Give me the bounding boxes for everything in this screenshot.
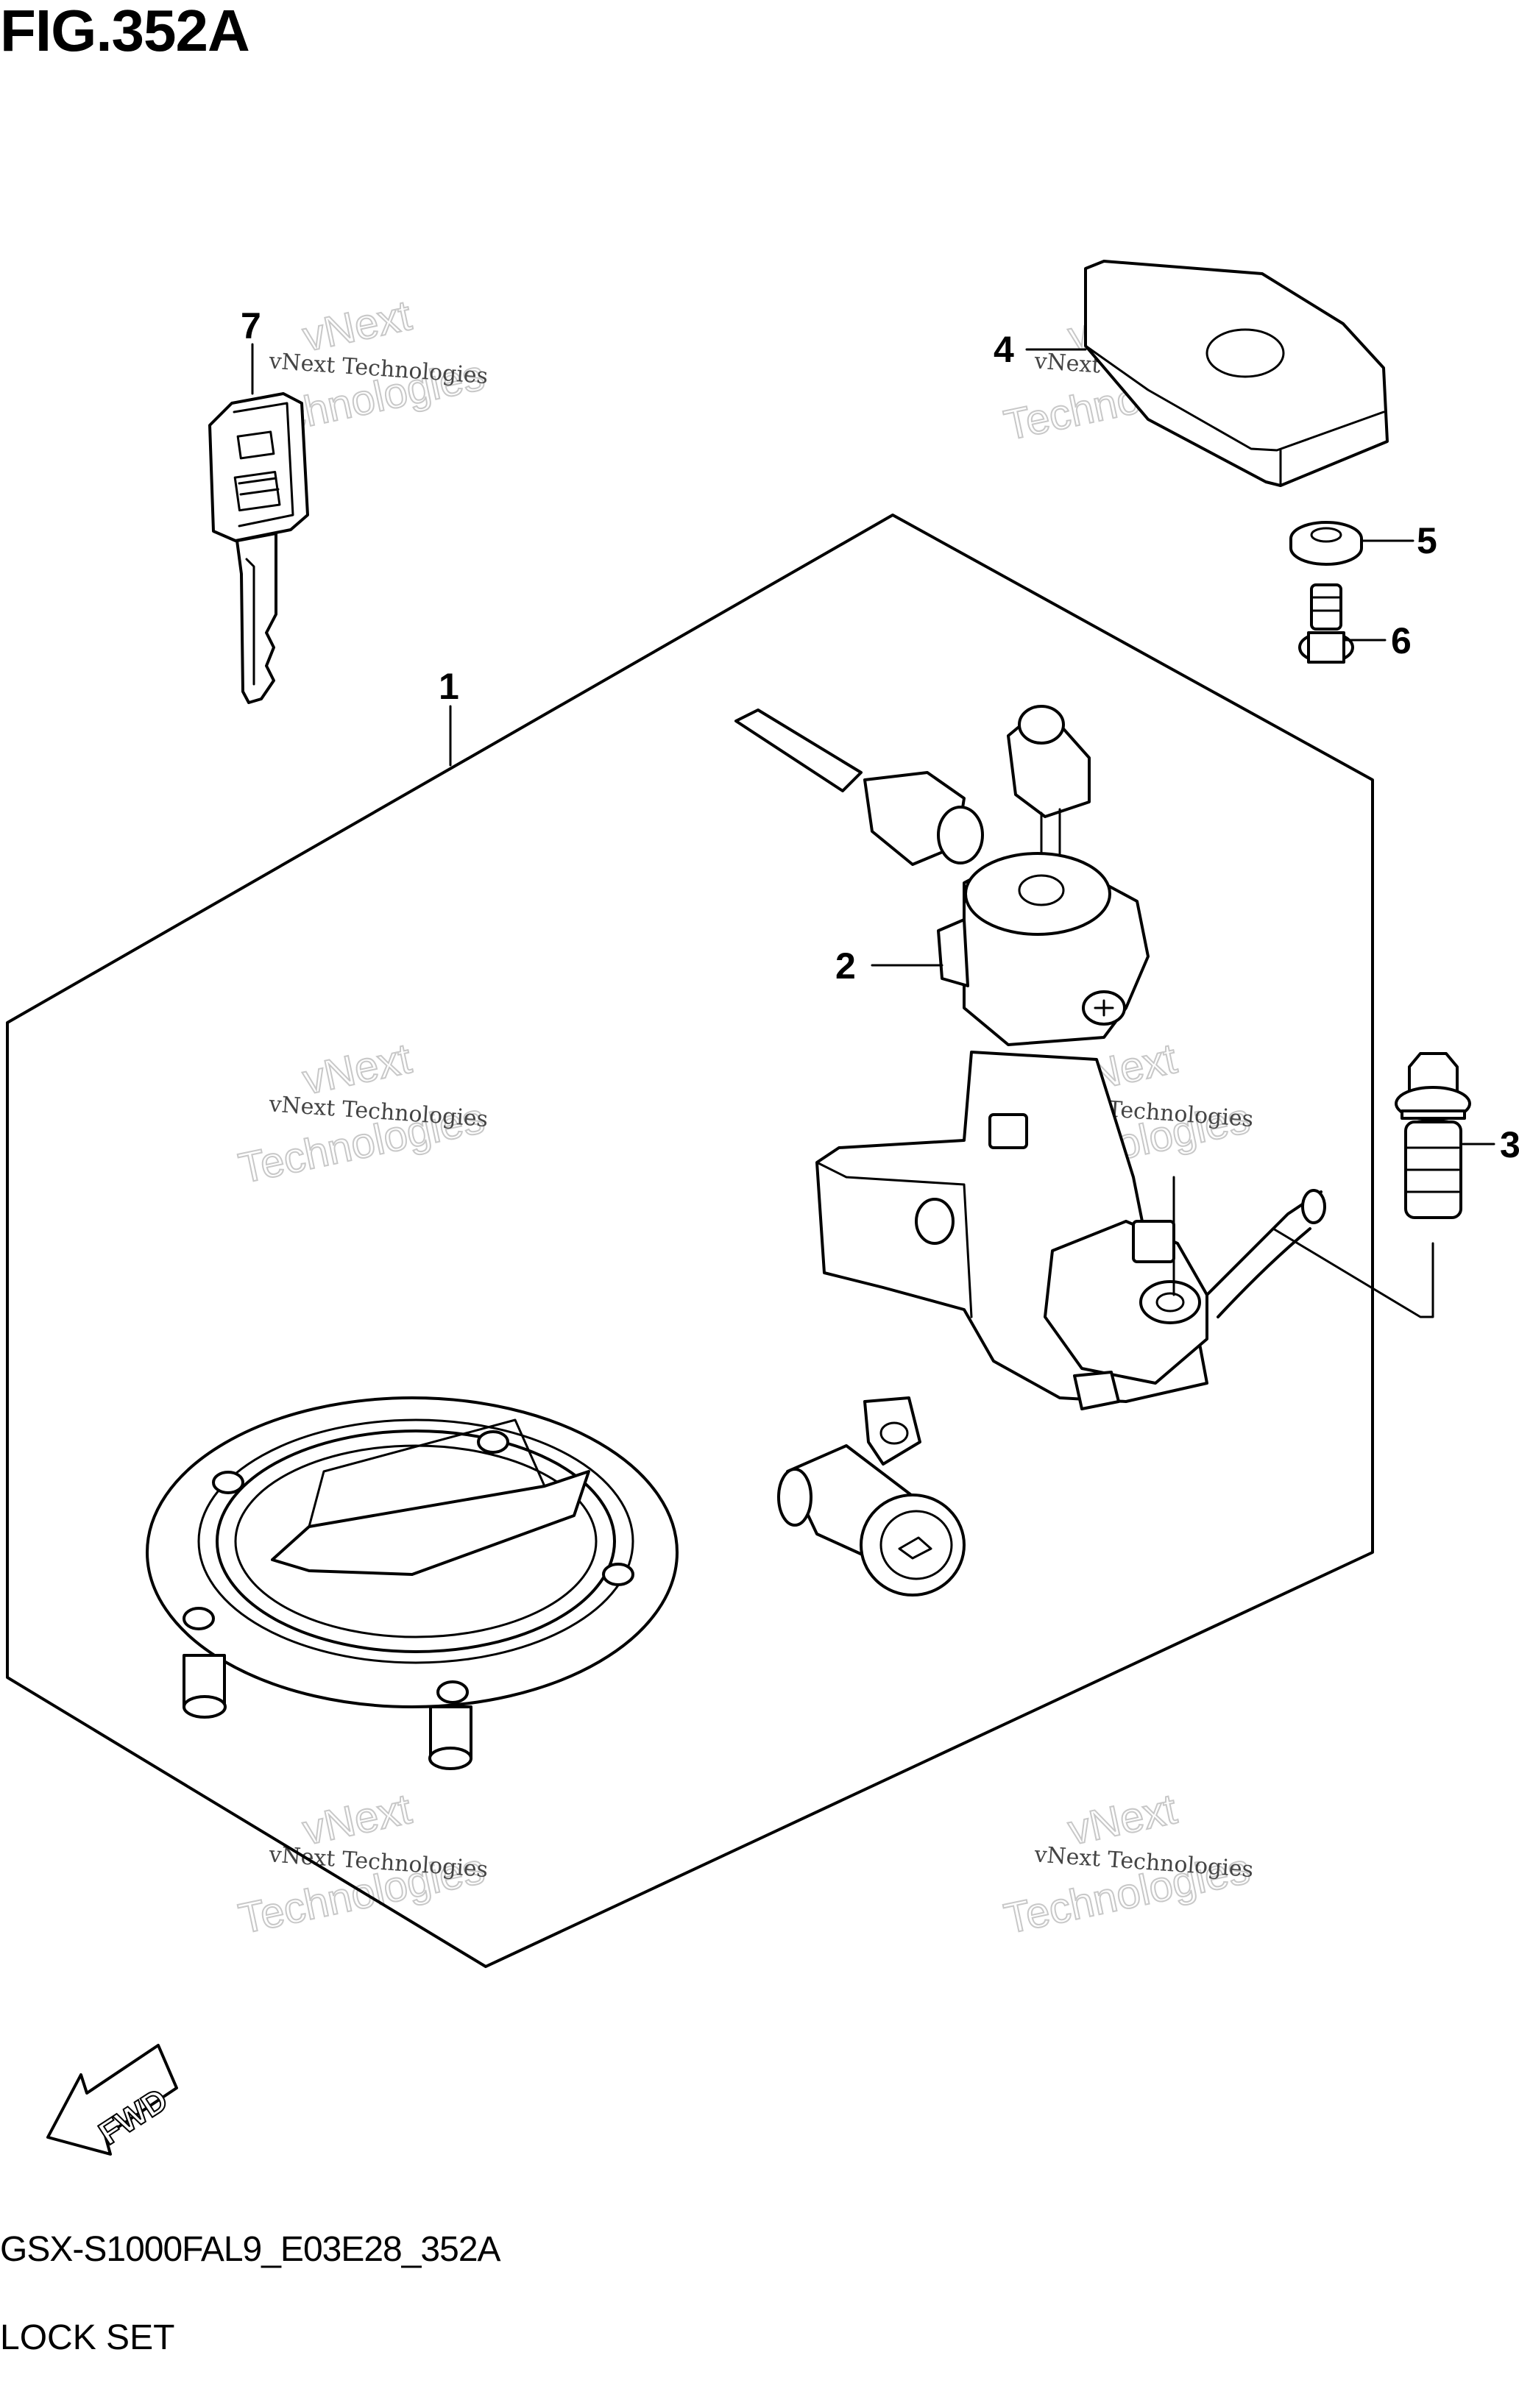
callout-3: 3 xyxy=(1500,1124,1519,1165)
callout-4: 4 xyxy=(994,329,1014,370)
svg-text:vNext: vNext xyxy=(299,1034,416,1104)
fwd-arrow-icon: FWD xyxy=(46,2044,178,2156)
seat-lock-cylinder[interactable] xyxy=(777,1396,966,1597)
watermark-3: vNext Technologies vNext Technologies xyxy=(234,1034,489,1193)
cover-cap-part-4[interactable] xyxy=(1084,260,1389,487)
svg-text:vNext: vNext xyxy=(299,1785,416,1854)
model-code: GSX-S1000FAL9_E03E28_352A xyxy=(0,2230,501,2269)
screw-part-6[interactable] xyxy=(1298,583,1354,664)
watermark-5: vNext Technologies vNext Technologies xyxy=(234,1784,489,1944)
callout-7: 7 xyxy=(241,305,261,347)
grommet-part-5[interactable] xyxy=(1289,521,1363,566)
svg-text:vNext: vNext xyxy=(299,291,416,361)
figure-title: FIG.352A xyxy=(0,0,250,63)
leader-3-bracket xyxy=(1272,1227,1434,1318)
callout-5: 5 xyxy=(1417,520,1437,561)
callout-2: 2 xyxy=(835,945,856,987)
bolt-part-3[interactable] xyxy=(1395,1052,1471,1219)
watermark-6: vNext Technologies vNext Technologies xyxy=(999,1784,1255,1944)
ignition-switch-part-2[interactable] xyxy=(734,705,1326,1410)
kit-outline xyxy=(6,514,1374,1968)
figure-caption: LOCK SET xyxy=(0,2318,175,2357)
key-part-7[interactable] xyxy=(208,392,309,704)
fuel-cap-ring[interactable] xyxy=(146,1396,679,1770)
svg-text:vNext: vNext xyxy=(1064,1785,1181,1854)
callout-6: 6 xyxy=(1391,620,1412,661)
callout-1: 1 xyxy=(439,666,459,707)
